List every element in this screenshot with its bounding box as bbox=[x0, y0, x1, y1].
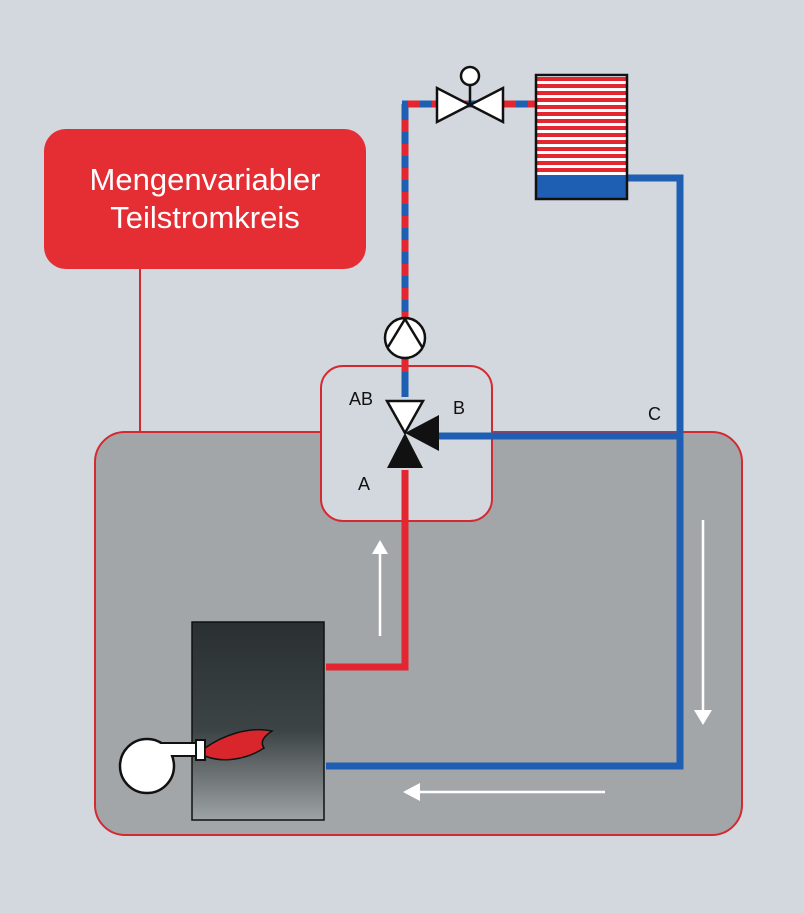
port-label-a: A bbox=[358, 474, 370, 494]
point-label-c: C bbox=[648, 404, 661, 424]
three-way-mixing-valve-icon bbox=[384, 399, 439, 468]
two-way-valve-icon bbox=[435, 65, 505, 125]
title-box: Mengenvariabler Teilstromkreis bbox=[44, 129, 366, 269]
flow-arrow-down-icon bbox=[694, 520, 712, 725]
port-label-ab: AB bbox=[349, 389, 373, 409]
flow-arrow-left-icon bbox=[403, 783, 605, 801]
flame-icon bbox=[204, 728, 274, 761]
burner-fan-icon bbox=[118, 737, 206, 795]
pump-icon bbox=[383, 316, 427, 360]
title-line-2: Teilstromkreis bbox=[110, 200, 300, 235]
radiator-icon bbox=[534, 73, 629, 201]
port-label-b: B bbox=[453, 398, 465, 418]
flow-arrow-up-icon bbox=[372, 540, 388, 636]
return-pipe bbox=[326, 174, 684, 770]
supply-pipe bbox=[326, 470, 409, 671]
boiler-icon bbox=[191, 621, 325, 821]
title-line-1: Mengenvariabler bbox=[89, 162, 321, 197]
